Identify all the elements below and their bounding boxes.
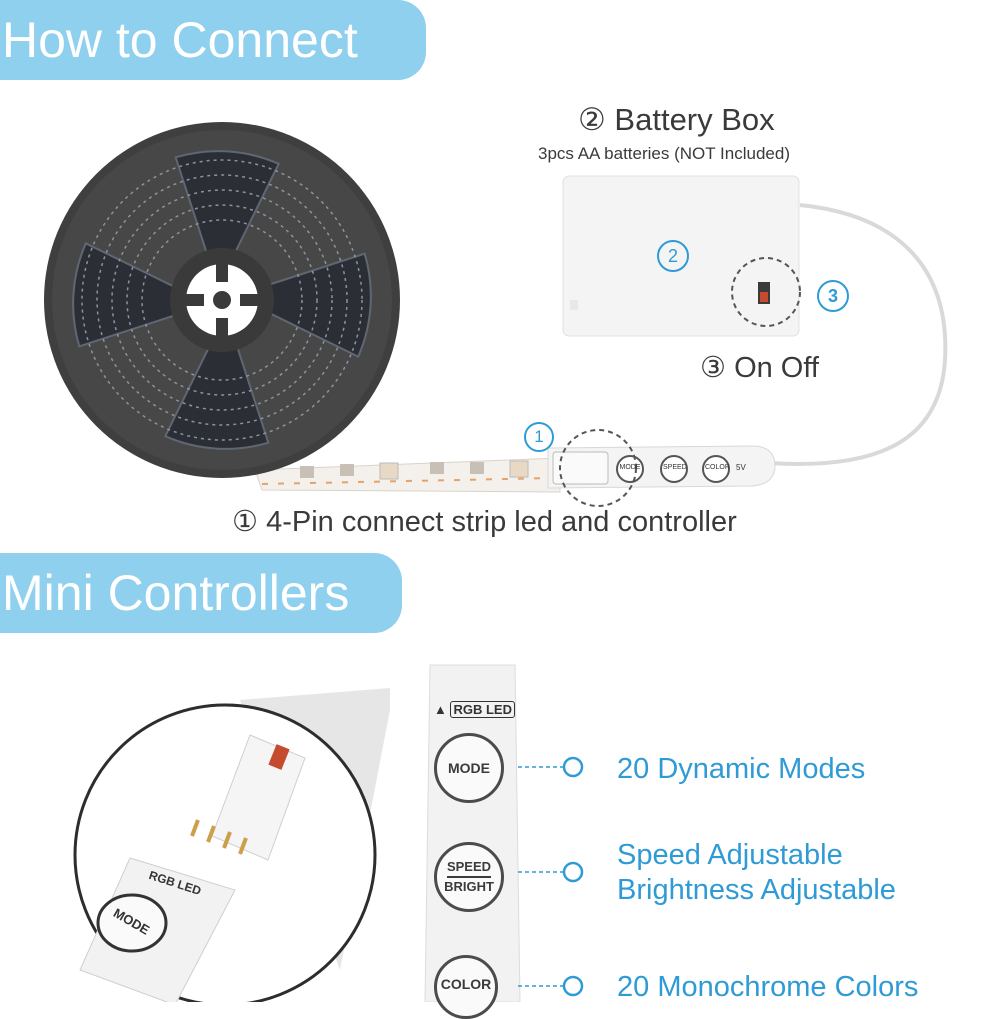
switch-highlight bbox=[731, 257, 801, 327]
small-color-label: COLOR bbox=[705, 464, 730, 471]
zoom-connector bbox=[79, 734, 306, 1002]
switch-marker: 3 bbox=[817, 280, 849, 312]
connector-highlight bbox=[559, 429, 637, 507]
controller-closeup-illustration bbox=[73, 664, 584, 1002]
mini-controllers-title: Mini Controllers bbox=[2, 565, 350, 621]
small-5v-label: 5V bbox=[736, 463, 746, 472]
connector-marker: 1 bbox=[524, 422, 554, 452]
switch-label: ③ On Off bbox=[700, 350, 819, 385]
feature-monochrome-colors: 20 Monochrome Colors bbox=[617, 971, 919, 1003]
feature-dynamic-modes: 20 Dynamic Modes bbox=[617, 753, 866, 785]
battery-title-text: Battery Box bbox=[614, 102, 775, 137]
mode-button[interactable]: MODE bbox=[434, 733, 504, 803]
color-button[interactable]: COLOR bbox=[434, 955, 498, 1019]
colors-dot bbox=[562, 975, 584, 997]
how-to-connect-title: How to Connect bbox=[2, 12, 358, 68]
controller-brand: ▲ RGB LED bbox=[434, 701, 515, 718]
battery-box-marker: 2 bbox=[657, 240, 689, 272]
speed-bright-button[interactable]: SPEED BRIGHT bbox=[434, 842, 504, 912]
battery-subtitle: 3pcs AA batteries (NOT Included) bbox=[538, 144, 790, 163]
battery-cable bbox=[769, 203, 948, 466]
modes-dot bbox=[562, 756, 584, 778]
connector-label-marker: ① bbox=[232, 506, 258, 538]
connector-label-text: 4-Pin connect strip led and controller bbox=[266, 506, 737, 538]
led-strip bbox=[254, 457, 561, 493]
feature-speed: Speed Adjustable bbox=[617, 839, 843, 871]
how-to-connect-banner: How to Connect bbox=[0, 0, 426, 80]
mini-controllers-banner: Mini Controllers bbox=[0, 553, 402, 633]
feature-brightness: Brightness Adjustable bbox=[617, 874, 896, 906]
switch-label-text: On Off bbox=[734, 352, 819, 384]
battery-title: ② Battery Box bbox=[578, 102, 775, 138]
small-speed-label: SPEED bbox=[663, 464, 687, 471]
small-mode-label: MODE bbox=[619, 464, 641, 471]
battery-marker: ② bbox=[578, 102, 606, 137]
connector-label: ① 4-Pin connect strip led and controller bbox=[232, 504, 737, 539]
led-reel-illustration bbox=[44, 122, 948, 507]
speed-dot bbox=[562, 861, 584, 883]
switch-label-marker: ③ bbox=[700, 352, 726, 384]
